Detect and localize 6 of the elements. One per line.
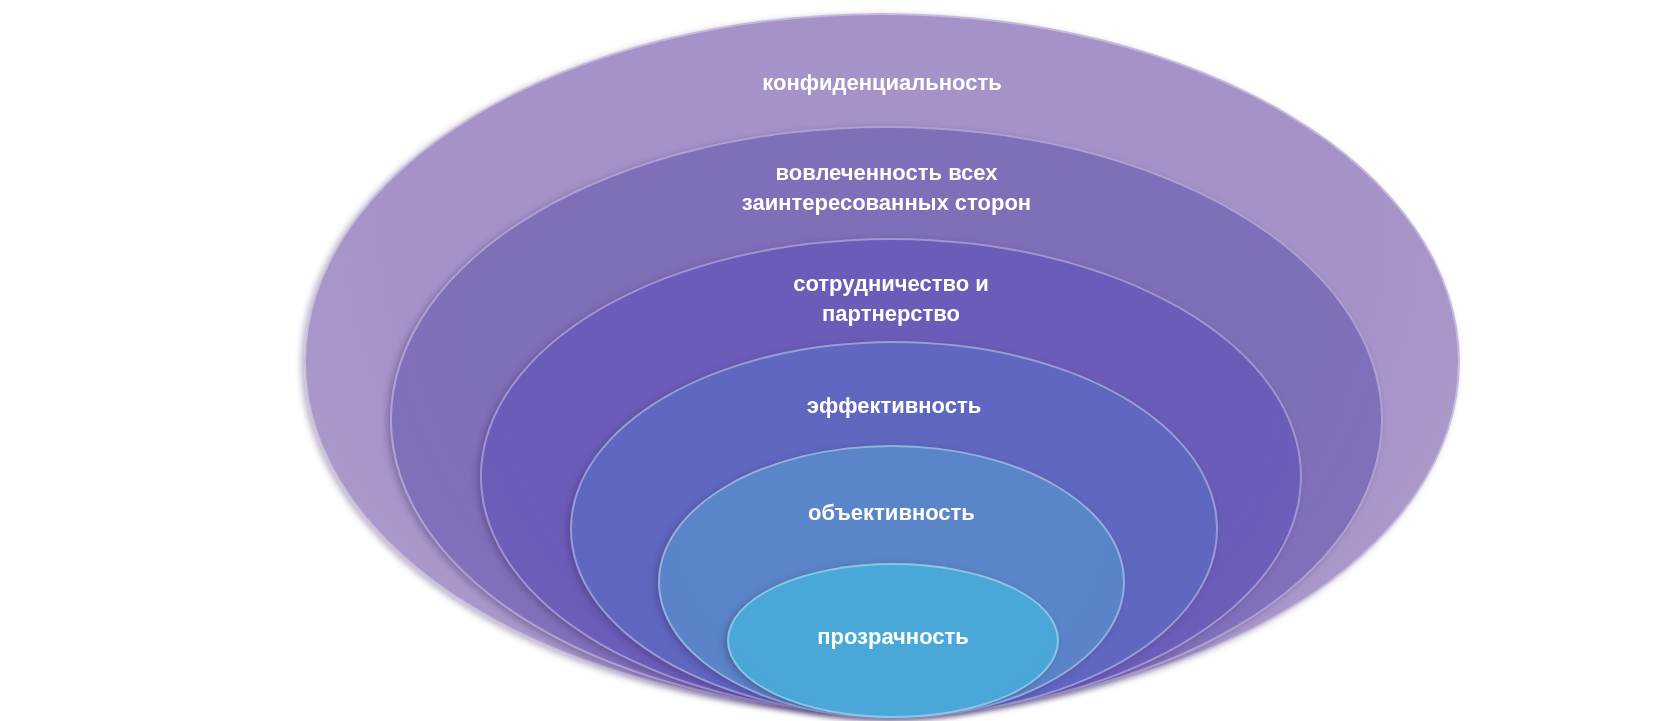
ring-label: вовлеченность всех заинтересованных сторон bbox=[740, 159, 1033, 217]
ring-label: эффективность bbox=[805, 392, 983, 420]
ring-label: сотрудничество и партнерство bbox=[792, 270, 990, 328]
ring-label: объективность bbox=[807, 499, 976, 527]
ring-label: прозрачность bbox=[816, 623, 970, 651]
ring-label: конфиденциальность bbox=[761, 69, 1003, 97]
